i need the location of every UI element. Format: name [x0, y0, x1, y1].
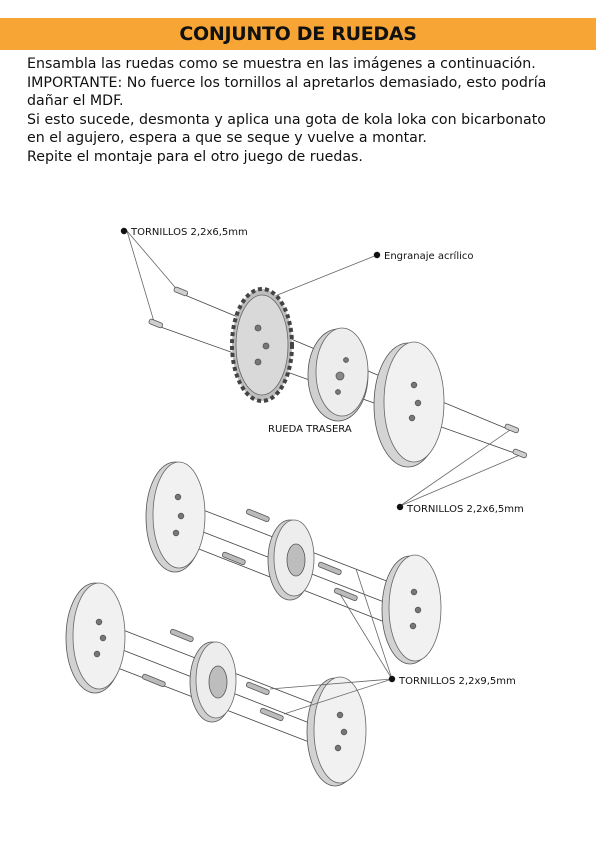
middle-wheel-assembly — [145, 461, 442, 665]
instruction-line: en el agujero, espera a que se seque y v… — [27, 130, 427, 146]
screw-icon — [504, 423, 520, 434]
screw-icon — [317, 561, 342, 576]
instruction-line: Ensambla las ruedas como se muestra en l… — [27, 56, 536, 72]
wheel-icon — [306, 676, 367, 787]
screw-icon — [333, 587, 358, 602]
wheel-icon — [65, 582, 126, 694]
hub-icon — [189, 641, 237, 723]
instruction-line: Si esto sucede, desmonta y aplica una go… — [27, 111, 546, 128]
screw-icon — [169, 628, 194, 643]
acrylic-gear-icon — [230, 287, 294, 403]
instruction-line: Repite el montaje para el otro juego de … — [27, 148, 363, 165]
screw-icon — [173, 286, 189, 297]
gear-label: Engranaje acrílico — [384, 250, 474, 262]
screw-icon — [148, 318, 164, 329]
wheel-icon — [381, 554, 442, 665]
screws-short-label: TORNILLOS 2,2x6,5mm — [130, 227, 248, 238]
wheel-icon — [145, 461, 206, 573]
screws-mid-label: TORNILLOS 2,2x6,5mm — [406, 504, 524, 515]
title-banner: CONJUNTO DE RUEDAS — [0, 18, 596, 50]
lower-wheel-assembly — [65, 582, 367, 787]
instructions: Ensambla las ruedas como se muestra en l… — [27, 55, 587, 166]
rear-wheel-icon — [373, 341, 445, 468]
hub-icon — [307, 327, 369, 422]
screw-icon — [512, 448, 528, 459]
assembly-diagram: TORNILLOS 2,2x6,5mm Engranaje acrílico R… — [65, 227, 528, 787]
screw-icon — [221, 551, 246, 566]
instruction-line: IMPORTANTE: No fuerce los tornillos al a… — [27, 74, 547, 91]
rear-wheel-assembly — [126, 230, 528, 507]
instruction-line: dañar el MDF. — [27, 93, 124, 109]
screws-long-label: TORNILLOS 2,2x9,5mm — [398, 676, 516, 687]
hub-icon — [267, 519, 315, 601]
screw-icon — [141, 673, 166, 688]
rear-wheel-label: RUEDA TRASERA — [268, 424, 352, 435]
screw-icon — [259, 707, 284, 722]
screw-icon — [245, 508, 270, 523]
page-title: CONJUNTO DE RUEDAS — [179, 23, 417, 45]
screw-icon — [245, 681, 270, 696]
